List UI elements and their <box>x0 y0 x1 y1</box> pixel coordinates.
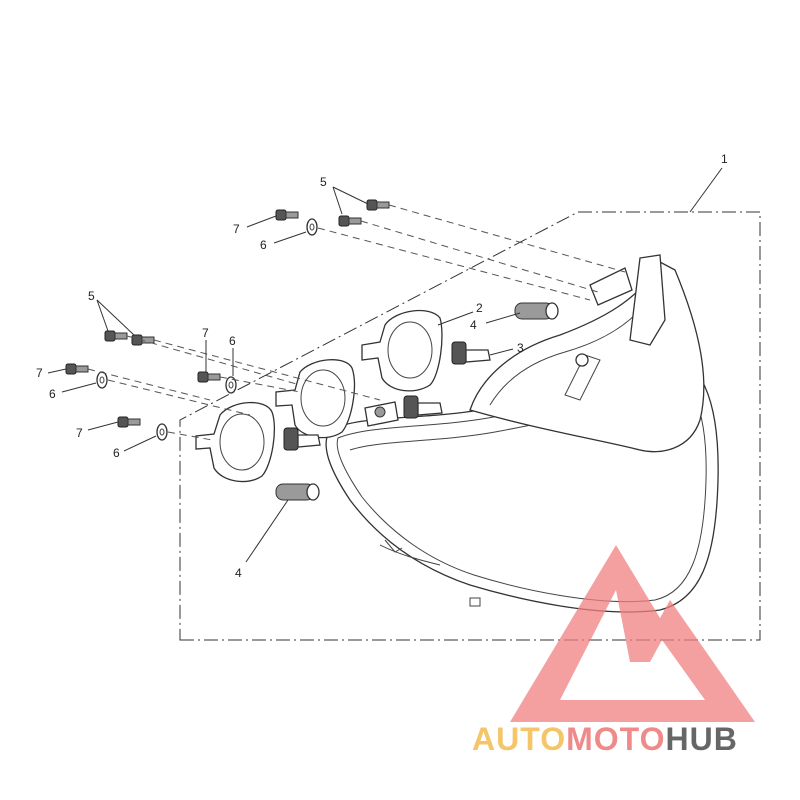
bolt-7-left <box>65 363 89 375</box>
callout-4-upper: 4 <box>470 318 477 332</box>
assembly-paths <box>87 204 626 441</box>
bulb-cover-middle <box>275 359 355 439</box>
bolt-7-lower <box>117 416 141 428</box>
bolt-5-left-b <box>131 334 155 346</box>
watermark-text: AUTOMOTOHUB <box>472 721 738 757</box>
washer-6-lower <box>156 423 168 441</box>
callout-5-left: 5 <box>88 289 95 303</box>
watermark-triangle-icon <box>510 545 755 722</box>
callout-7-left: 7 <box>36 366 43 380</box>
bulb-socket-center <box>364 401 399 427</box>
callout-labels: 1 2 3 4 4 5 5 6 6 6 6 7 7 7 7 <box>36 152 728 580</box>
callout-6-upper: 6 <box>260 238 267 252</box>
callout-7-lower: 7 <box>76 426 83 440</box>
watermark-hub: HUB <box>665 721 737 757</box>
bulb-cover-lower <box>195 401 275 483</box>
callout-7-upper: 7 <box>233 222 240 236</box>
washer-6-upper <box>306 218 318 236</box>
bolt-7-upper <box>275 209 299 221</box>
callout-6-mid: 6 <box>229 334 236 348</box>
callout-6-left: 6 <box>49 387 56 401</box>
watermark-auto: AUTO <box>472 721 566 757</box>
bulb-middle <box>403 395 443 419</box>
washer-6-mid <box>225 376 237 394</box>
bolt-5-upper-a <box>366 199 390 211</box>
bulb-upper <box>451 341 491 365</box>
watermark-logo <box>510 545 755 722</box>
bulb-cover-upper <box>361 309 443 392</box>
callout-5-upper: 5 <box>320 175 327 189</box>
sidelight-bulb-lower <box>275 483 320 501</box>
callout-7-mid: 7 <box>202 326 209 340</box>
svg-text:AUTOMOTOHUB: AUTOMOTOHUB <box>472 721 738 757</box>
sidelight-bulb-upper <box>514 302 559 320</box>
leader-lines <box>47 167 723 563</box>
callout-4-lower: 4 <box>235 566 242 580</box>
bolt-5-upper-b <box>338 215 362 227</box>
bulb-lower <box>283 427 321 451</box>
headlight-housing <box>325 254 719 613</box>
callout-3: 3 <box>517 341 524 355</box>
bolt-5-left-a <box>104 330 128 342</box>
bolt-7-mid <box>197 371 221 383</box>
callout-1: 1 <box>721 152 728 166</box>
callout-6-lower: 6 <box>113 446 120 460</box>
callout-2: 2 <box>476 301 483 315</box>
washers <box>96 218 318 441</box>
washer-6-left <box>96 371 108 389</box>
watermark-moto: MOTO <box>566 721 665 757</box>
bolts <box>65 199 390 428</box>
